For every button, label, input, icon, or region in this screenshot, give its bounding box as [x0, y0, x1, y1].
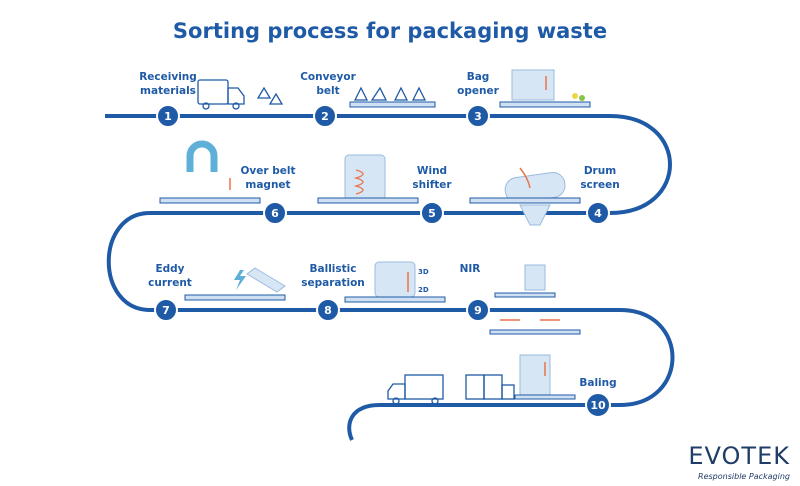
- step-label: Receiving: [139, 71, 197, 83]
- step-label: screen: [580, 179, 619, 191]
- step-label: Drum: [584, 165, 616, 177]
- step-number-badge: [466, 104, 490, 128]
- evotek-logo: EVOTEK: [688, 442, 790, 470]
- ballistic-2d-label: 2D: [418, 286, 429, 294]
- step-label: belt: [316, 85, 339, 97]
- step-3: 3 Bag opener: [457, 71, 500, 128]
- step-label: Baling: [579, 377, 616, 389]
- step-label: shifter: [412, 179, 452, 191]
- step-number: 6: [271, 207, 279, 220]
- step-label: Ballistic: [310, 263, 357, 275]
- step-label: current: [148, 277, 192, 289]
- step-5: 5 Wind shifter: [412, 165, 452, 225]
- step-label: Conveyor: [300, 71, 356, 83]
- step-label: Wind: [417, 165, 447, 177]
- step-number-badge: [420, 201, 444, 225]
- baling-press-icon: [465, 354, 576, 400]
- ballistic-separator-icon: 3D 2D: [344, 261, 446, 303]
- drum-screen-icon: [469, 167, 581, 226]
- step-number: 8: [324, 304, 332, 317]
- bag-opener-icon: [499, 69, 591, 108]
- step-label: magnet: [245, 179, 290, 191]
- step-number-badge: [585, 392, 611, 418]
- step-label: NIR: [460, 263, 481, 275]
- step-number-badge: [316, 298, 340, 322]
- step-number-badge: [156, 104, 180, 128]
- step-2: 2 Conveyor belt: [300, 71, 357, 128]
- step-label: separation: [301, 277, 365, 289]
- step-number: 5: [428, 207, 436, 220]
- step-number: 1: [164, 110, 172, 123]
- step-number-badge: [154, 298, 178, 322]
- step-number: 10: [590, 399, 606, 412]
- step-number: 9: [474, 304, 482, 317]
- step-number: 2: [321, 110, 329, 123]
- eddy-current-icon: [184, 267, 286, 301]
- step-label: materials: [140, 85, 196, 97]
- wind-shifter-icon: [317, 154, 419, 204]
- step-8: 8 Ballistic separation: [301, 263, 365, 322]
- step-label: Bag: [467, 71, 490, 83]
- nir-scanner-icon: [489, 264, 581, 335]
- step-label: opener: [457, 85, 499, 97]
- garbage-truck-icon: [197, 79, 284, 110]
- step-number-badge: [586, 201, 610, 225]
- process-path: [105, 114, 675, 441]
- step-7: 7 Eddy current: [148, 263, 192, 322]
- step-number-badge: [466, 298, 490, 322]
- step-number-badge: [263, 201, 287, 225]
- magnet-icon: [159, 140, 261, 204]
- step-number-badge: [313, 104, 337, 128]
- step-number: 3: [474, 110, 482, 123]
- step-1: 1 Receiving materials: [139, 71, 197, 128]
- logo-tagline: Responsible Packaging: [698, 472, 790, 481]
- ballistic-3d-label: 3D: [418, 268, 429, 276]
- diagram-title: Sorting process for packaging waste: [173, 19, 607, 43]
- step-4: 4 Drum screen: [580, 165, 620, 225]
- step-label: Over belt: [241, 165, 296, 177]
- step-number: 7: [162, 304, 170, 317]
- delivery-truck-icon: [387, 374, 444, 405]
- step-6: 6 Over belt magnet: [241, 165, 296, 225]
- conveyor-bags-icon: [349, 86, 436, 108]
- step-10: 10 Baling: [579, 377, 617, 418]
- step-number: 4: [594, 207, 602, 220]
- step-9: 9 NIR: [460, 263, 490, 322]
- step-label: Eddy: [155, 263, 184, 275]
